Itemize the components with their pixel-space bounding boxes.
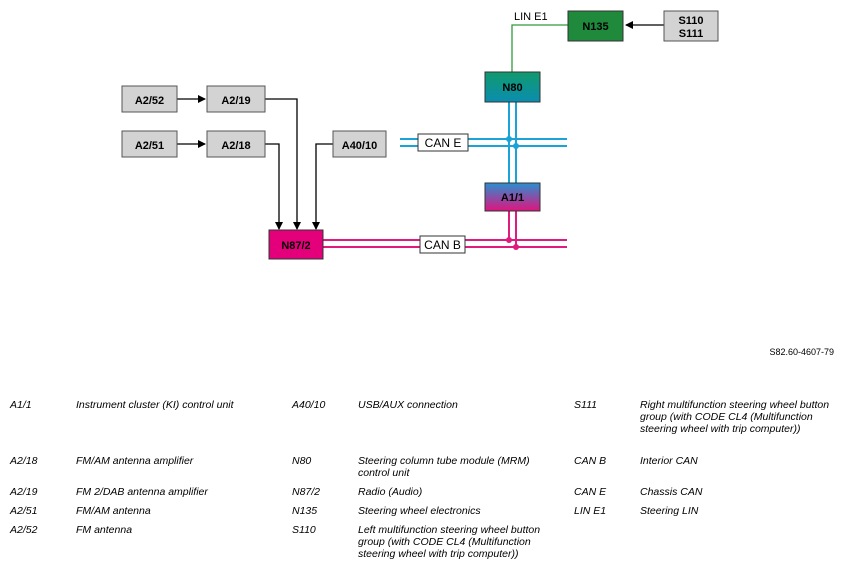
node-n87-2-label: N87/2 [281,240,310,252]
legend-desc: Instrument cluster (KI) control unit [76,399,234,411]
legend-code: N87/2 [292,486,321,498]
can-b-label: CAN B [424,238,461,252]
node-a2-52-label: A2/52 [135,95,164,107]
legend-code: LIN E1 [574,505,607,517]
legend-code: A2/52 [10,524,38,536]
legend-code: N80 [292,455,312,467]
legend-desc: Left multifunction steering wheel button… [358,524,541,560]
node-a2-18-label: A2/18 [221,140,250,152]
node-a2-51-label: A2/51 [135,140,164,152]
lin-e1-label: LIN E1 [514,11,548,23]
signal-arrows [177,21,664,230]
can-e-label: CAN E [425,136,462,150]
legend-desc: Chassis CAN [640,486,703,498]
legend-code: A2/19 [10,486,38,498]
node-a1-1: A1/1 [484,182,541,212]
lin-e1-line [511,24,568,72]
node-n80: N80 [484,71,541,103]
legend-code: A1/1 [10,399,32,411]
node-n135-label: N135 [582,21,608,33]
legend-code: N135 [292,505,318,517]
node-a40-10: A40/10 [332,130,387,158]
legend-code: S110 [292,524,316,536]
legend-code: A2/51 [10,505,38,517]
legend-desc: Interior CAN [640,455,698,467]
legend-desc: FM/AM antenna amplifier [76,455,194,467]
legend-desc: Right multifunction steering wheel butto… [640,399,830,435]
node-n80-label: N80 [502,82,522,94]
legend-desc: Steering column tube module (MRM) contro… [358,455,530,479]
node-s110-s111: S110 S111 [663,10,719,42]
node-n87-2: N87/2 [268,229,324,260]
node-a2-52: A2/52 [121,85,178,113]
legend-desc: FM antenna [76,524,133,536]
legend-code: CAN E [574,486,607,498]
node-a2-18: A2/18 [206,130,266,158]
legend-code: A40/10 [292,399,326,411]
legend-desc: FM 2/DAB antenna amplifier [76,486,208,498]
legend-desc: Steering wheel electronics [358,505,481,517]
legend-desc: Radio (Audio) [358,486,423,498]
node-s110-label: S110 [678,15,703,27]
node-a40-10-label: A40/10 [342,140,377,152]
legend-desc: Steering LIN [640,505,699,517]
legend-desc: USB/AUX connection [358,399,458,411]
node-a2-19-label: A2/19 [221,95,250,107]
node-n135: N135 [567,10,624,42]
can-b-label-box: CAN B [419,235,466,254]
legend-code: A2/18 [10,455,38,467]
node-a2-19: A2/19 [206,85,266,113]
node-s111-label: S111 [679,28,703,40]
can-b-junctions [506,237,519,250]
can-e-label-box: CAN E [417,133,469,152]
legend-code: CAN B [574,455,607,467]
node-a1-1-label: A1/1 [501,192,524,204]
figure-reference: S82.60-4607-79 [769,347,834,357]
legend-code: S111 [574,399,597,411]
node-a2-51: A2/51 [121,130,178,158]
legend: A1/1 Instrument cluster (KI) control uni… [0,396,842,570]
legend-desc: FM/AM antenna [76,505,151,517]
can-e-junctions [506,136,519,149]
